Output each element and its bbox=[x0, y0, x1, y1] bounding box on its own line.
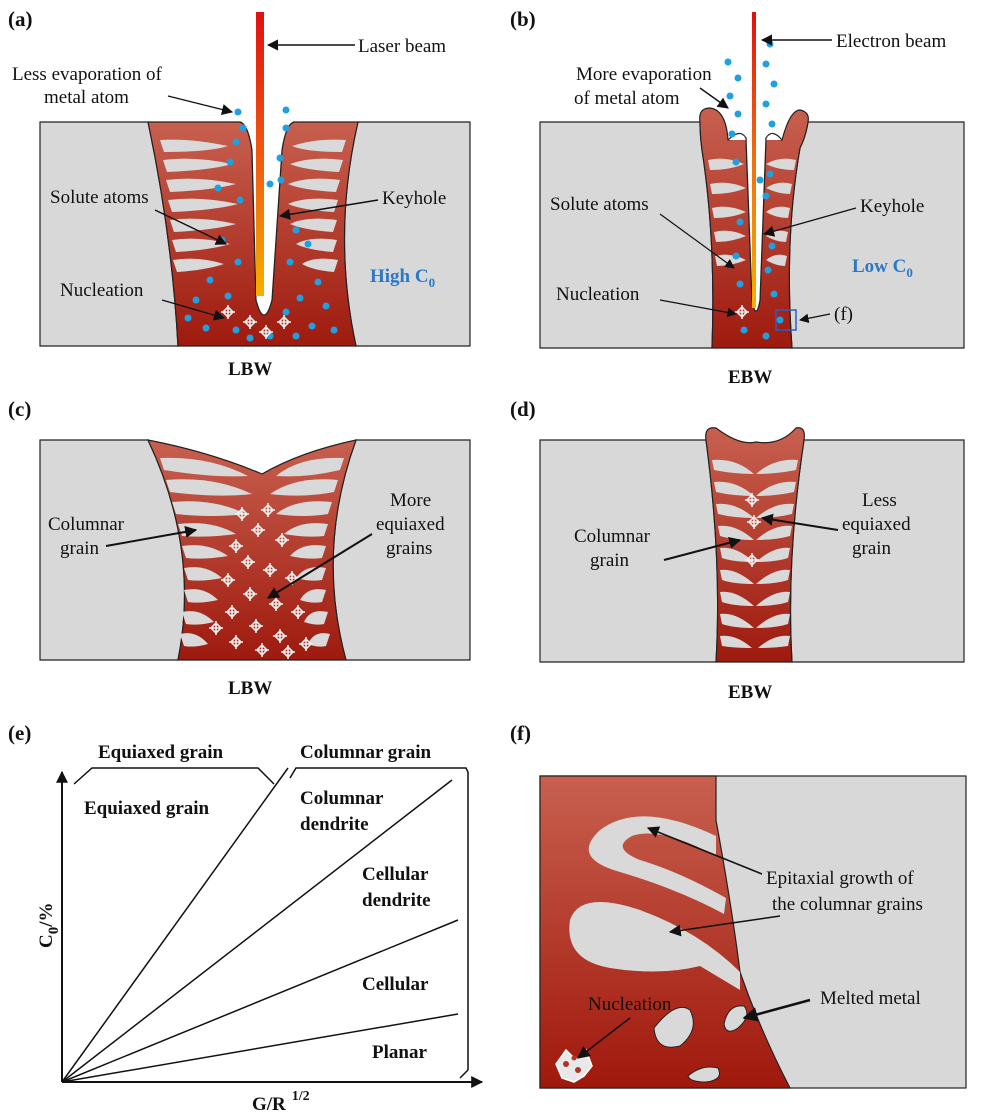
keyhole-label: Keyhole bbox=[860, 196, 924, 217]
panel-b-caption: EBW bbox=[728, 367, 772, 388]
panel-c: (c) bbox=[8, 397, 470, 699]
laser-beam bbox=[256, 12, 264, 296]
columnar-grain-label-line1: Columnar bbox=[48, 514, 125, 535]
base-metal-left bbox=[540, 122, 713, 348]
melted-metal-label: Melted metal bbox=[820, 988, 921, 1009]
panel-e: (e) Equiaxed grain Columnar grain Equiax… bbox=[8, 721, 482, 1115]
equiaxed-bracket bbox=[74, 768, 274, 784]
equiaxed-label-line3: grains bbox=[386, 538, 432, 559]
panel-e-tag: (e) bbox=[8, 721, 31, 745]
electron-beam bbox=[752, 12, 756, 308]
panel-f-tag: (f) bbox=[510, 721, 531, 745]
columnar-grain-label-line1: Columnar bbox=[574, 526, 651, 547]
panel-a-caption: LBW bbox=[228, 359, 272, 380]
solute-atoms-label: Solute atoms bbox=[50, 187, 149, 208]
columnar-grain-label-line2: grain bbox=[60, 538, 100, 559]
low-c0-label: Low C0 bbox=[852, 256, 913, 280]
equiaxed-label-line2: equiaxed bbox=[376, 514, 445, 535]
base-metal-right bbox=[789, 122, 964, 348]
columnar-grain-label-line2: grain bbox=[590, 550, 630, 571]
equiaxed-label-line3: grain bbox=[852, 538, 892, 559]
keyhole-label: Keyhole bbox=[382, 188, 446, 209]
x-axis-label: G/R1/2 bbox=[252, 1089, 310, 1115]
panel-b-tag: (b) bbox=[510, 7, 536, 31]
epitaxial-label-line2: the columnar grains bbox=[772, 894, 923, 915]
panel-a-tag: (a) bbox=[8, 7, 33, 31]
evap-label-line1: More evaporation bbox=[576, 64, 712, 85]
panel-c-caption: LBW bbox=[228, 678, 272, 699]
equiaxed-label-line1: More bbox=[390, 490, 431, 511]
nucleation-label: Nucleation bbox=[60, 280, 144, 301]
base-metal-right bbox=[344, 122, 470, 346]
solute-atoms-label: Solute atoms bbox=[550, 194, 649, 215]
laser-beam-label: Laser beam bbox=[358, 36, 446, 57]
evap-label-line1: Less evaporation of bbox=[12, 64, 163, 85]
evap-label-line2: of metal atom bbox=[574, 88, 680, 109]
panel-b: (b) bbox=[510, 7, 964, 388]
nucleation-label: Nucleation bbox=[588, 994, 672, 1015]
panel-d-tag: (d) bbox=[510, 397, 536, 421]
epitaxial-label-line1: Epitaxial growth of bbox=[766, 868, 914, 889]
panel-d-caption: EBW bbox=[728, 682, 772, 703]
region-equiaxed: Equiaxed grain bbox=[84, 798, 210, 819]
panel-f: (f) Epitaxial growth of the columnar gra… bbox=[510, 721, 966, 1088]
equiaxed-label-line1: Less bbox=[862, 490, 897, 511]
equiaxed-label-line2: equiaxed bbox=[842, 514, 911, 535]
columnar-bracket bbox=[290, 768, 468, 778]
region-cell-dendrite-1: Cellular bbox=[362, 864, 429, 885]
panel-c-tag: (c) bbox=[8, 397, 31, 421]
region-cell-dendrite-2: dendrite bbox=[362, 890, 431, 911]
top-right-label: Columnar grain bbox=[300, 742, 432, 763]
region-col-dendrite-1: Columnar bbox=[300, 788, 384, 809]
region-cellular: Cellular bbox=[362, 974, 429, 995]
evap-label-line2: metal atom bbox=[44, 87, 129, 108]
f-reference-label: (f) bbox=[834, 304, 853, 325]
top-left-label: Equiaxed grain bbox=[98, 742, 224, 763]
electron-beam-label: Electron beam bbox=[836, 31, 946, 52]
region-col-dendrite-2: dendrite bbox=[300, 814, 369, 835]
y-axis-label: C0/% bbox=[36, 902, 62, 948]
high-c0-label: High C0 bbox=[370, 266, 435, 290]
panel-a: (a) bbox=[8, 7, 470, 380]
region-planar: Planar bbox=[372, 1042, 427, 1063]
panel-d: (d) Columnar grain Less equiaxed grain E… bbox=[510, 397, 964, 703]
nucleation-label: Nucleation bbox=[556, 284, 640, 305]
